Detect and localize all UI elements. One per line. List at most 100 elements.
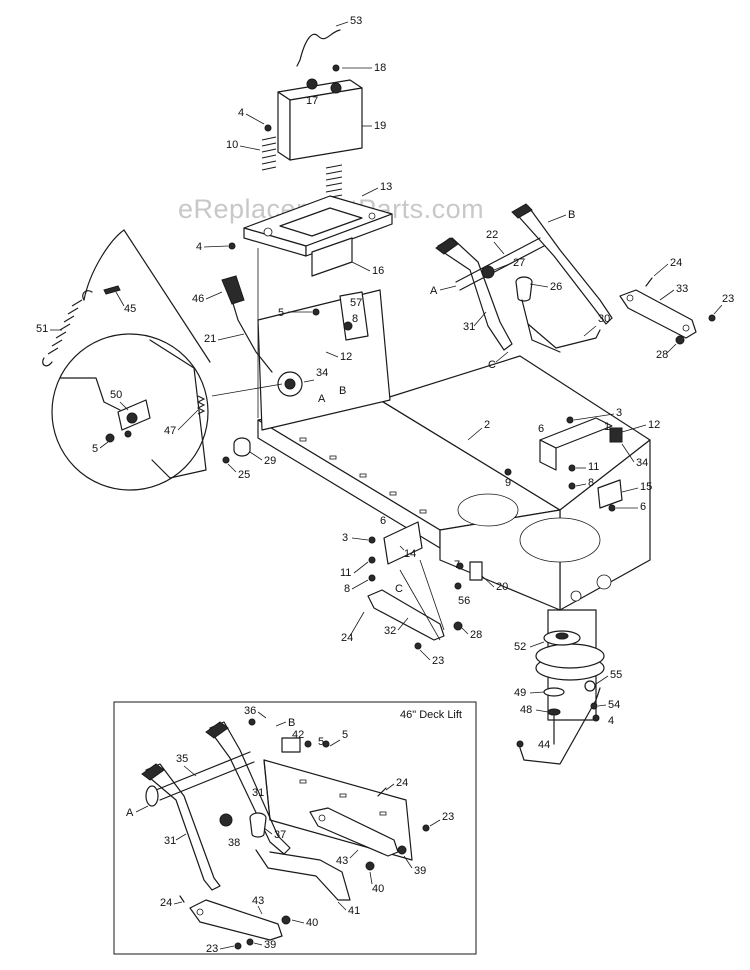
callout-43: 43 [336, 855, 348, 867]
detail-inset-circle [51, 333, 209, 491]
knob-26 [515, 276, 533, 302]
inset-lever-31 [145, 763, 221, 891]
callout-34b: 34 [636, 457, 648, 469]
callout-34: 34 [316, 367, 328, 379]
ring-25 [222, 456, 230, 464]
spring-27 [481, 265, 495, 279]
rod-44 [519, 687, 601, 765]
callout-8: 8 [352, 313, 358, 325]
callout-C-top: C [488, 359, 496, 371]
washer-49 [543, 687, 565, 697]
lift-rod-30 [521, 299, 601, 353]
nut-23b-inset [234, 942, 242, 950]
nut-5-inset2 [304, 740, 312, 748]
bracket-14 [383, 521, 423, 565]
nut-5-inset [105, 433, 115, 443]
spring-right [325, 164, 343, 199]
nut-5 [312, 308, 320, 316]
callout-43b: 43 [252, 895, 264, 907]
pin-24 [645, 277, 653, 287]
frame-assembly [211, 248, 651, 650]
callout-5b: 5 [92, 443, 98, 455]
callout-51: 51 [36, 323, 48, 335]
battery-assembly [228, 29, 393, 277]
callout-11b: 11 [340, 567, 351, 579]
battery-terminal-pos [306, 78, 318, 90]
callout-29: 29 [264, 455, 276, 467]
callout-6b: 6 [640, 501, 646, 513]
callout-52: 52 [514, 641, 526, 653]
callout-18: 18 [374, 62, 386, 74]
callout-12b: 12 [648, 419, 660, 431]
link-43-lower [189, 899, 283, 941]
callout-41: 41 [348, 905, 360, 917]
callout-labels: 53 18 17 19 4 10 13 B 22 4 16 27 24 A 26… [36, 15, 734, 955]
callout-42: 42 [292, 729, 304, 741]
callout-40: 40 [372, 883, 384, 895]
callout-37: 37 [274, 829, 286, 841]
callout-2: 2 [484, 419, 490, 431]
knob-29 [233, 437, 251, 457]
lift-link-33 [619, 289, 697, 339]
bracket-6 [539, 439, 557, 471]
callout-24b-inset: 24 [160, 897, 172, 909]
bracket-42 [281, 737, 301, 753]
callout-8c: 8 [344, 583, 350, 595]
callout-24-inset: 24 [396, 777, 408, 789]
nut-23-inset [422, 824, 430, 832]
plate-20 [469, 561, 483, 581]
callout-23c-inset: 23 [206, 943, 218, 955]
clip-45 [103, 285, 121, 295]
nut-11b [568, 464, 576, 472]
inset-shaft-35 [155, 751, 255, 801]
nut-4 [228, 242, 236, 250]
bolt-28b [453, 621, 463, 631]
callout-28: 28 [656, 349, 668, 361]
callout-21: 21 [204, 333, 216, 345]
callout-30: 30 [598, 313, 610, 325]
deck-lift-inset: 46" Deck Lift [113, 701, 477, 955]
callout-A-mid: A [318, 393, 326, 405]
nut-8b [568, 482, 576, 490]
battery-tray-lip2 [305, 213, 393, 257]
callout-40b: 40 [306, 917, 318, 929]
nut-54 [590, 702, 598, 710]
handle-grip-46 [221, 275, 245, 305]
callout-12: 12 [340, 351, 352, 363]
nut-23 [708, 314, 716, 322]
bolt-39 [397, 845, 407, 855]
callout-49: 49 [514, 687, 526, 699]
callout-7: 7 [454, 559, 460, 571]
callout-28b: 28 [470, 629, 482, 641]
callout-48: 48 [520, 704, 532, 716]
frame-opening [519, 517, 601, 563]
callout-11: 11 [588, 461, 599, 473]
frame-opening-2 [457, 493, 519, 527]
callout-8b: 8 [588, 477, 594, 489]
callout-16: 16 [372, 265, 384, 277]
callout-19: 19 [374, 120, 386, 132]
cable-51 [42, 229, 211, 367]
inset-shaft-end [145, 785, 159, 807]
bolt-40b [281, 915, 291, 925]
callout-31-inset: 31 [252, 787, 264, 799]
callout-22: 22 [486, 229, 498, 241]
bolt-3b [566, 416, 574, 424]
callout-53: 53 [350, 15, 362, 27]
nut-18 [332, 64, 340, 72]
bolt-28 [675, 335, 685, 345]
pin-24b-inset [179, 895, 185, 903]
nut-56 [454, 582, 462, 590]
lift-handle-30 [515, 205, 613, 325]
callout-5b-inset: 5 [342, 729, 348, 741]
spring-10 [261, 124, 277, 171]
callout-B-mid: B [339, 385, 346, 397]
callout-13: 13 [380, 181, 392, 193]
nut-8 [368, 574, 376, 582]
battery-terminal-neg [330, 82, 342, 94]
callout-20: 20 [496, 581, 508, 593]
nut-9 [504, 468, 512, 476]
callout-26: 26 [550, 281, 562, 293]
callout-54: 54 [608, 699, 620, 711]
callout-3: 3 [616, 407, 622, 419]
